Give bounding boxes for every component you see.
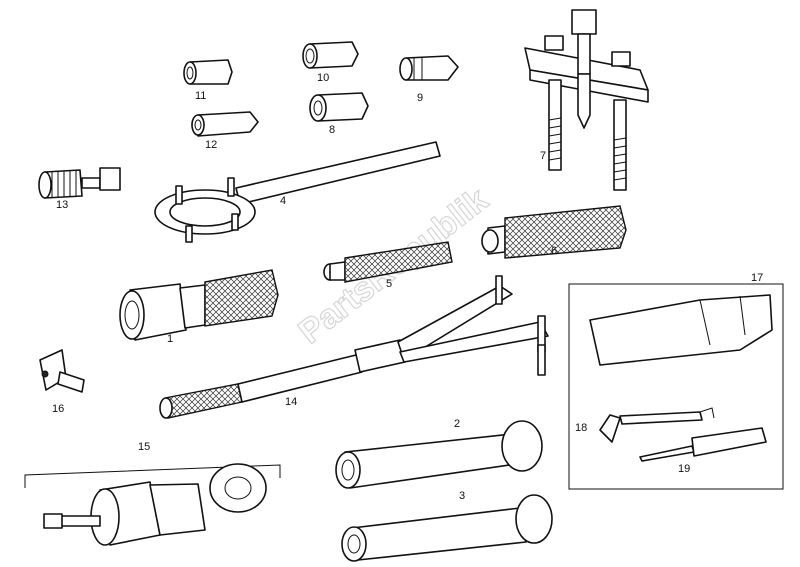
part-11-tapered-sleeve	[183, 59, 233, 85]
part-8-sleeve	[309, 92, 369, 122]
part-13-threaded-adapter	[38, 167, 121, 199]
label-5: 5	[386, 278, 392, 290]
part-labels: 1 2 3 4 5 6 7 8 9 10 11 12 13 14 15 16 1…	[52, 72, 763, 502]
label-18: 18	[575, 422, 587, 434]
label-7: 7	[540, 150, 546, 162]
part-3-tube-drift	[341, 494, 553, 562]
label-13: 13	[56, 199, 68, 211]
label-19: 19	[678, 463, 690, 475]
label-17: 17	[751, 272, 763, 284]
part-9-slotted-sleeve	[399, 55, 459, 81]
label-12: 12	[205, 139, 217, 151]
label-11: 11	[195, 90, 206, 102]
label-3: 3	[459, 490, 465, 502]
part-12-tapered-sleeve	[191, 111, 259, 137]
box-17-kit	[568, 283, 784, 490]
label-15: 15	[138, 441, 150, 453]
part-16-fitting	[39, 349, 85, 393]
part-2-tube-drift	[335, 420, 543, 489]
part-15-bearing-puller	[24, 463, 281, 546]
label-14: 14	[285, 396, 297, 408]
label-16: 16	[52, 403, 64, 415]
label-6: 6	[551, 245, 557, 257]
part-4-pin-spanner	[154, 141, 441, 243]
label-9: 9	[417, 92, 423, 104]
label-2: 2	[454, 418, 460, 430]
part-14-fork-tool	[159, 275, 549, 419]
part-5-knurled-drift	[323, 241, 453, 283]
part-6-knurled-handle	[481, 205, 627, 259]
part-10-sleeve	[302, 41, 359, 69]
label-4: 4	[280, 195, 286, 207]
label-1: 1	[167, 333, 173, 345]
label-8: 8	[329, 124, 335, 136]
part-7-puller	[524, 9, 649, 191]
label-10: 10	[317, 72, 329, 84]
part-1-drift	[119, 269, 279, 341]
